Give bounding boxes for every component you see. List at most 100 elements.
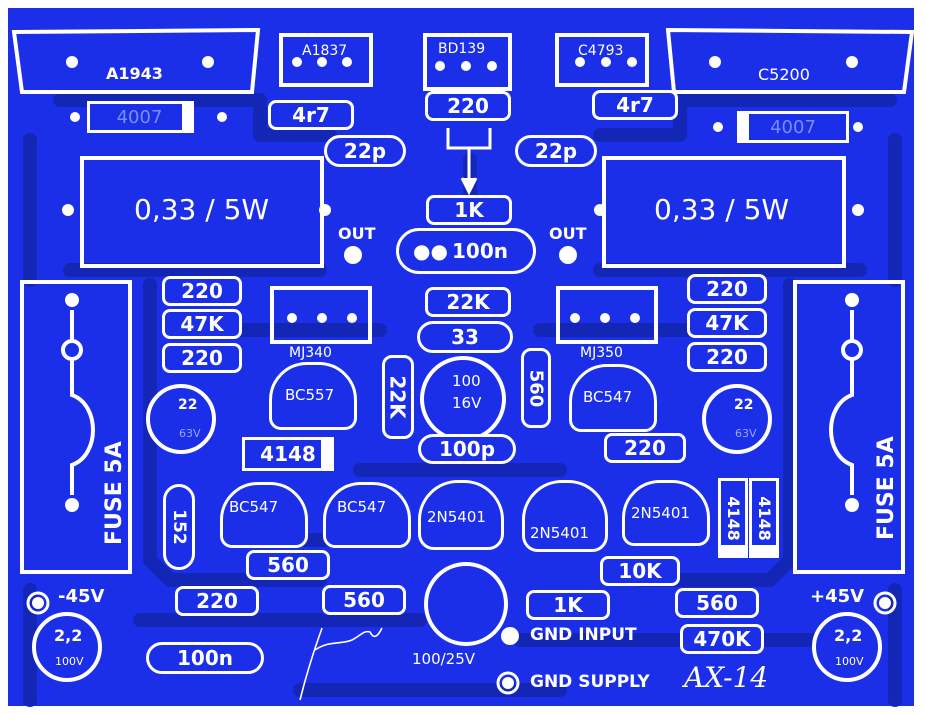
label-2n5401-a: 2N5401 (427, 508, 486, 526)
transistor-bc547-low2 (323, 482, 411, 548)
cap-100-25v (424, 562, 508, 646)
resistor-4r7-right-label: 4r7 (616, 93, 654, 117)
label-res-033-right: 0,33 / 5W (654, 193, 790, 226)
resistor-152-label: 152 (169, 509, 189, 545)
label-bc557: BC557 (285, 386, 335, 404)
bias-arrow (446, 128, 492, 196)
resistor-560-right-label: 560 (696, 591, 738, 615)
label-mj350: MJ350 (580, 345, 623, 361)
resistor-22k-top-label: 22K (446, 290, 490, 314)
label-res-033-left: 0,33 / 5W (134, 193, 270, 226)
fuse-left-outline (20, 280, 132, 574)
resistor-220-r2-label: 220 (706, 345, 748, 369)
bd139-outline (423, 33, 512, 91)
c4793-outline (555, 33, 649, 87)
cap-100n-top-label: 100n (452, 239, 508, 263)
label-2n5401-c: 2N5401 (631, 504, 690, 522)
diode-4148-left: 4148 (242, 437, 334, 471)
cap-33-label: 33 (451, 325, 479, 349)
cap-22p-left: 22p (324, 135, 406, 167)
cap-22p-right: 22p (515, 135, 597, 167)
cap-100-16v-label-b: 16V (452, 394, 482, 412)
resistor-1k-label: 1K (454, 198, 484, 222)
transistor-2n5401-a (418, 480, 504, 550)
diode-4007-right-band (737, 111, 749, 143)
cap-100n-top: ●●100n (396, 228, 536, 274)
resistor-10k: 10K (600, 556, 680, 586)
diode-4148-r1-label: 4148 (723, 495, 743, 541)
resistor-220-top: 220 (425, 91, 511, 121)
cap-22-right-label-a: 22 (734, 397, 754, 413)
resistor-220-mid-right-label: 220 (624, 436, 666, 460)
resistor-220-mid-right: 220 (604, 433, 686, 463)
resistor-1k-low: 1K (526, 590, 610, 620)
resistor-560-right: 560 (675, 588, 759, 618)
resistor-22k-vertical-label: 22K (386, 375, 410, 419)
cap-100-25v-label: 100/25V (412, 650, 476, 668)
label-out-right: OUT (549, 224, 587, 243)
cap-22p-left-label: 22p (343, 139, 387, 163)
label-v-neg: -45V (58, 586, 105, 607)
cap-2-2-right-label-a: 2,2 (834, 626, 863, 645)
resistor-4r7-right: 4r7 (592, 90, 678, 120)
resistor-560-low1: 560 (246, 550, 330, 580)
resistor-10k-label: 10K (618, 559, 662, 583)
diode-4007-right-label: 4007 (770, 116, 816, 138)
cap-33: 33 (417, 321, 513, 353)
diode-4148-left-band (321, 437, 334, 471)
cap-22-right-label-b: 63V (735, 427, 757, 440)
cap-2-2-right-label-b: 100V (835, 655, 864, 668)
transistor-2n5401-b (522, 480, 608, 552)
resistor-470k: 470K (680, 624, 764, 654)
transistor-bc547-low1 (220, 482, 308, 548)
label-a1837: A1837 (302, 43, 348, 59)
resistor-560-low2-label: 560 (343, 588, 385, 612)
power-transistor-outlines (11, 27, 915, 574)
cap-100n-bottom: 100n (146, 642, 264, 674)
label-c4793: C4793 (578, 43, 624, 59)
label-fuse-right: FUSE 5A (874, 436, 899, 540)
cap-2-2-left-label-b: 100V (55, 655, 84, 668)
diode-4007-right: 4007 (737, 111, 849, 143)
resistor-47k-l-label: 47K (180, 312, 224, 336)
label-a1943: A1943 (106, 64, 163, 83)
label-bc547-right: BC547 (583, 388, 633, 406)
resistor-47k-l: 47K (162, 309, 242, 339)
resistor-152: 152 (163, 484, 195, 570)
res-033-right-outline (602, 156, 846, 268)
fuse-right-outline (793, 280, 905, 574)
resistor-1k-low-label: 1K (553, 593, 583, 617)
cap-22-left-label-a: 22 (178, 397, 198, 413)
resistor-560-low1-label: 560 (267, 553, 309, 577)
label-gnd-supply: GND SUPPLY (530, 672, 650, 692)
label-bd139: BD139 (438, 41, 486, 57)
diode-4007-left-label: 4007 (116, 106, 163, 128)
trace-channels (23, 93, 902, 707)
resistor-4r7-left: 4r7 (268, 100, 354, 130)
resistor-220-r2: 220 (687, 342, 767, 372)
resistor-220-top-label: 220 (447, 94, 489, 118)
res-033-left-outline (80, 156, 324, 268)
cap-2-2-left-label-a: 2,2 (54, 626, 83, 645)
label-fuse-left: FUSE 5A (102, 441, 127, 545)
resistor-470k-label: 470K (693, 627, 751, 651)
resistor-220-l1-label: 220 (181, 279, 223, 303)
cap-22-left-label-b: 63V (179, 427, 201, 440)
resistor-220-r1: 220 (687, 274, 767, 304)
resistor-220-r1-label: 220 (706, 277, 748, 301)
transistor-bc547-right (569, 364, 657, 432)
diode-4007-left-band (182, 101, 194, 133)
cap-22p-right-label: 22p (534, 139, 578, 163)
mj340-outline (270, 286, 372, 344)
cap-22-right (702, 384, 772, 454)
label-2n5401-b: 2N5401 (530, 524, 589, 542)
label-mj340: MJ340 (289, 345, 332, 361)
fuse-clips (61, 310, 863, 495)
mj350-outline (556, 286, 658, 344)
diode-4007-left: 4007 (87, 101, 192, 133)
label-c5200: C5200 (758, 65, 810, 84)
label-gnd-input: GND INPUT (530, 625, 637, 645)
resistor-22k-top: 22K (425, 287, 511, 317)
resistor-47k-r: 47K (687, 308, 767, 338)
